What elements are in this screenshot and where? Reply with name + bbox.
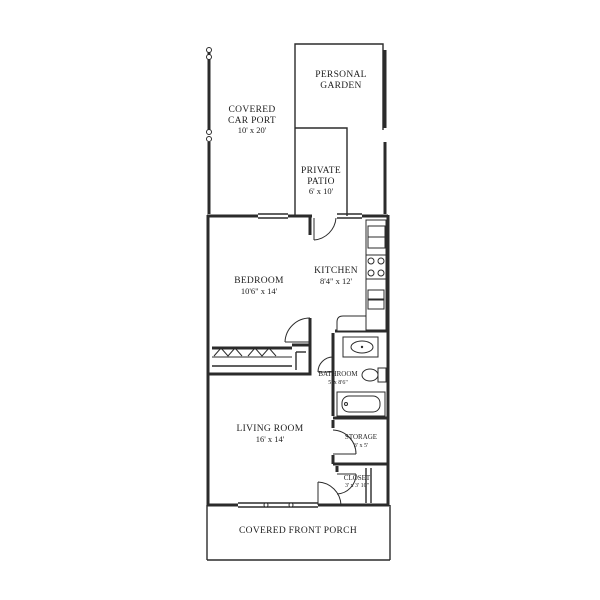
storage-label: STORAGE (345, 433, 377, 441)
patio-dimensions: 6' x 10' (309, 186, 334, 196)
front-porch-label: COVERED FRONT PORCH (239, 526, 357, 536)
bathroom-dimensions: 5' x 8'6" (328, 380, 348, 386)
carport-dimensions: 10' x 20' (238, 125, 267, 135)
personal-garden-label-line2: GARDEN (320, 81, 361, 91)
interior-walls (208, 216, 388, 503)
kitchen-fixtures (336, 219, 387, 332)
patio-label-line1: PRIVATE (301, 166, 341, 176)
room-labels: PERSONAL GARDEN COVERED CAR PORT 10' x 2… (228, 70, 377, 536)
personal-garden-label-line1: PERSONAL (315, 70, 367, 80)
bedroom-label: BEDROOM (234, 276, 284, 286)
closet-label: CLOSET (344, 474, 371, 482)
bedroom-dimensions: 10'6" x 14' (241, 286, 278, 296)
closet-dimensions: 3' x 3' 10" (345, 483, 370, 489)
kitchen-label: KITCHEN (314, 266, 358, 276)
living-room-dimensions: 16' x 14' (256, 434, 285, 444)
storage-dimensions: 3' x 5' (354, 443, 368, 449)
garden-patio-walls (294, 43, 387, 216)
carport-posts (206, 47, 212, 214)
living-room-label: LIVING ROOM (237, 424, 304, 434)
kitchen-dimensions: 8'4" x 12' (320, 276, 353, 286)
bifold-closet-doors (212, 347, 292, 358)
patio-label-line2: PATIO (307, 177, 335, 187)
carport-label-line2: CAR PORT (228, 116, 276, 126)
doors (284, 217, 357, 506)
carport-label-line1: COVERED (229, 105, 276, 115)
bathroom-label: BATHROOM (318, 370, 358, 378)
front-porch-outline (206, 505, 391, 561)
bathroom-fixtures (336, 336, 387, 417)
exterior-walls (206, 213, 390, 508)
